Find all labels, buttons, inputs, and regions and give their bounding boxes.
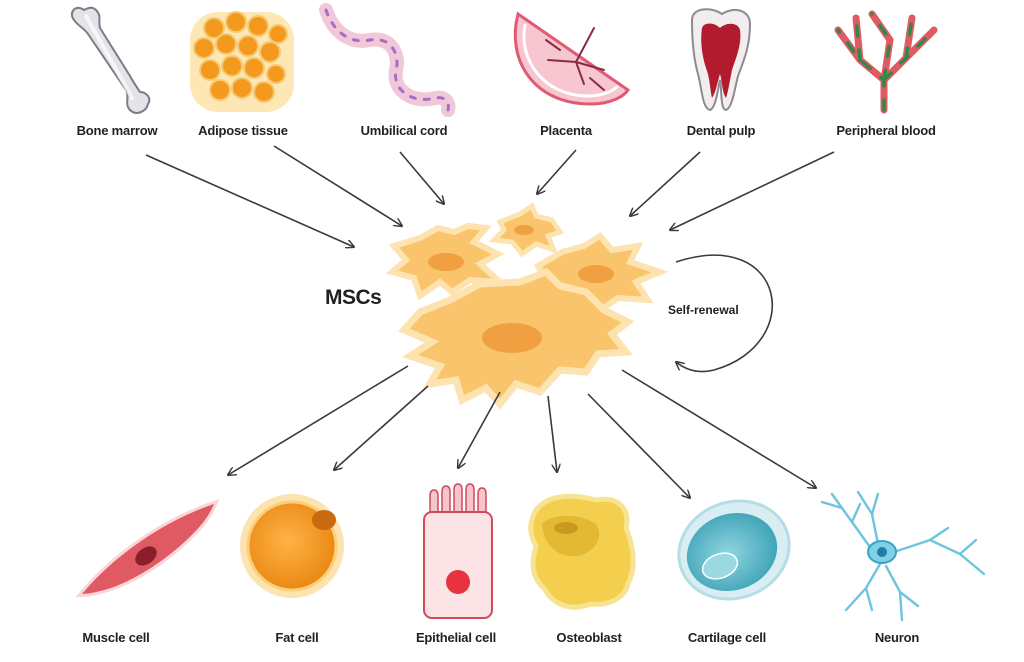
osteoblast-illustration <box>528 493 636 610</box>
label-peripheral-blood: Peripheral blood <box>836 123 936 138</box>
adipose-illustration <box>190 11 294 112</box>
label-adipose-tissue: Adipose tissue <box>198 123 288 138</box>
arrow-fat <box>334 385 429 470</box>
arrow-umbilical <box>399 151 444 204</box>
arrow-placenta <box>537 149 577 194</box>
arrow-cartilage <box>587 393 690 498</box>
label-epithelial-cell: Epithelial cell <box>415 630 497 645</box>
label-muscle-cell: Muscle cell <box>82 630 150 645</box>
arrow-neuron <box>621 369 816 488</box>
placenta-illustration <box>513 11 631 106</box>
arrow-osteoblast <box>547 395 557 472</box>
epithelial-cell-illustration <box>423 483 493 619</box>
label-bone-marrow: Bone marrow <box>76 123 158 138</box>
bone-illustration <box>70 6 151 114</box>
label-mscs: MSCs <box>325 286 382 309</box>
arrow-dental <box>630 151 701 216</box>
neuron-illustration <box>820 490 986 622</box>
label-osteoblast: Osteoblast <box>556 630 622 645</box>
msc-cluster-illustration <box>385 202 669 410</box>
label-dental-pulp: Dental pulp <box>686 123 756 138</box>
muscle-cell-illustration <box>75 499 220 598</box>
arrow-epithelial <box>458 391 501 468</box>
label-cartilage-cell: Cartilage cell <box>687 630 767 645</box>
fat-cell-illustration <box>240 494 344 598</box>
self-renewal-arrow <box>676 254 774 373</box>
label-placenta: Placenta <box>540 123 592 138</box>
arrow-muscle <box>228 365 409 475</box>
arrow-adipose <box>273 145 402 226</box>
arrow-bone-marrow <box>145 154 354 247</box>
tooth-illustration <box>690 8 752 112</box>
product-arrows <box>228 365 816 498</box>
label-neuron: Neuron <box>874 630 920 645</box>
label-umbilical-cord: Umbilical cord <box>360 123 448 138</box>
label-self-renewal: Self-renewal <box>668 303 739 317</box>
blood-vessel-illustration <box>834 10 938 114</box>
cartilage-cell-illustration <box>677 499 791 601</box>
arrow-blood <box>670 151 835 230</box>
source-arrows <box>145 145 835 247</box>
umbilical-cord-illustration <box>319 3 456 117</box>
label-fat-cell: Fat cell <box>275 630 319 645</box>
